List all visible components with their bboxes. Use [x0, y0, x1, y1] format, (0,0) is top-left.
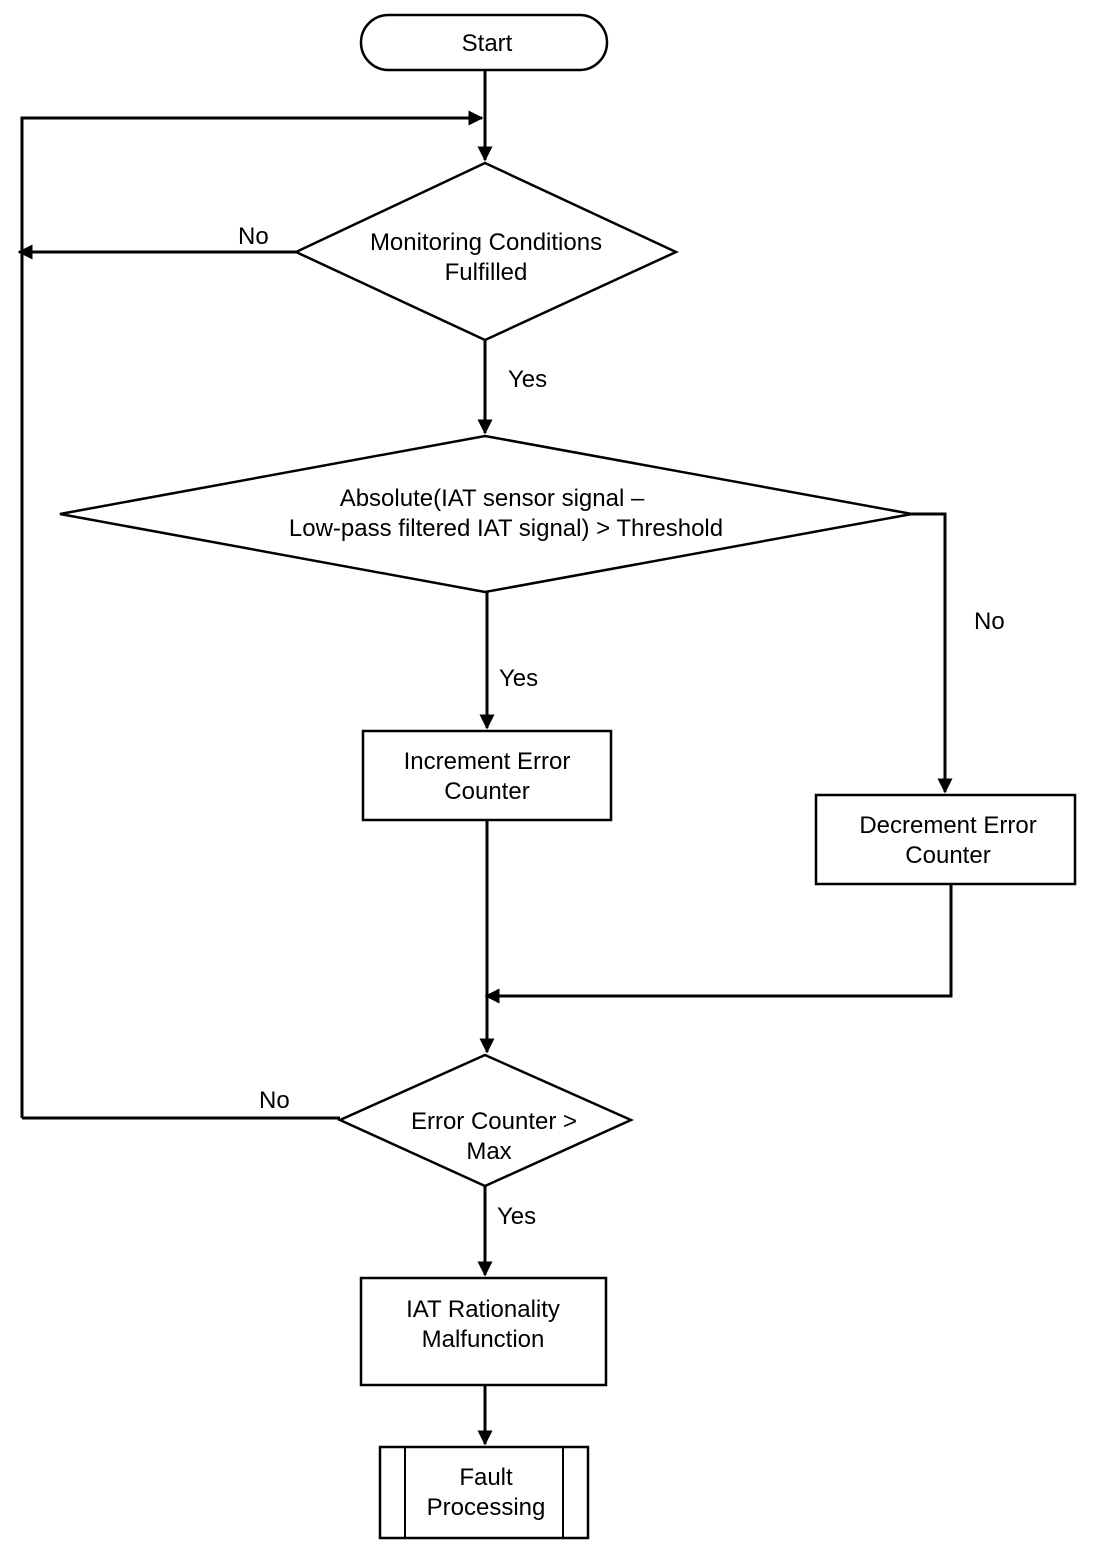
- decrement-label-line-2: Counter: [905, 842, 990, 869]
- max-yes-label: Yes: [497, 1203, 536, 1230]
- start-label: Start: [462, 30, 513, 57]
- monitoring-diamond: [293, 161, 679, 342]
- max-decision: Error Counter > Max: [336, 1053, 635, 1188]
- monitoring-label-line-2: Fulfilled: [445, 259, 528, 286]
- edge-decrement-to-join: [484, 884, 953, 1004]
- monitoring-no-label: No: [238, 223, 269, 250]
- absolute-yes-label: Yes: [499, 665, 538, 692]
- absolute-diamond: [59, 434, 913, 594]
- start-terminal-shape: [359, 13, 609, 72]
- monitoring-decision: Monitoring Conditions Fulfilled: [293, 161, 679, 342]
- decrement-box: [814, 793, 1077, 886]
- edge-labels: No Yes Yes No No Yes: [238, 223, 1005, 1230]
- decrement-process: Decrement Error Counter: [814, 793, 1077, 886]
- edge-absolute-no: [912, 512, 953, 794]
- absolute-label-line-1: Absolute(IAT sensor signal –: [340, 485, 645, 512]
- increment-label-line-2: Counter: [444, 778, 529, 805]
- fault-label-line-1: Fault: [459, 1464, 513, 1491]
- edge-loop-back-to-monitoring: [20, 110, 484, 1118]
- max-label-line-2: Max: [466, 1138, 511, 1165]
- decrement-label-line-1: Decrement Error: [859, 812, 1036, 839]
- fault-predefined-process: Fault Processing: [378, 1445, 590, 1540]
- absolute-no-label: No: [974, 608, 1005, 635]
- fault-box: [378, 1445, 590, 1540]
- max-no-label: No: [259, 1087, 290, 1114]
- increment-label-line-1: Increment Error: [404, 748, 571, 775]
- absolute-decision: Absolute(IAT sensor signal – Low-pass fi…: [59, 434, 913, 594]
- malfunction-process: IAT Rationality Malfunction: [359, 1276, 608, 1387]
- monitoring-label-line-1: Monitoring Conditions: [370, 229, 602, 256]
- max-label-line-1: Error Counter >: [411, 1108, 577, 1135]
- monitoring-yes-label: Yes: [508, 366, 547, 393]
- malfunction-box: [359, 1276, 608, 1387]
- increment-box: [361, 729, 613, 822]
- increment-process: Increment Error Counter: [361, 729, 613, 822]
- max-diamond: [336, 1053, 635, 1188]
- absolute-label-line-2: Low-pass filtered IAT signal) > Threshol…: [289, 515, 723, 542]
- fault-label-line-2: Processing: [427, 1494, 546, 1521]
- malfunction-label-line-1: IAT Rationality: [406, 1296, 560, 1323]
- malfunction-label-line-2: Malfunction: [422, 1326, 545, 1353]
- connectors: [17, 70, 953, 1446]
- start-node: Start: [359, 13, 609, 72]
